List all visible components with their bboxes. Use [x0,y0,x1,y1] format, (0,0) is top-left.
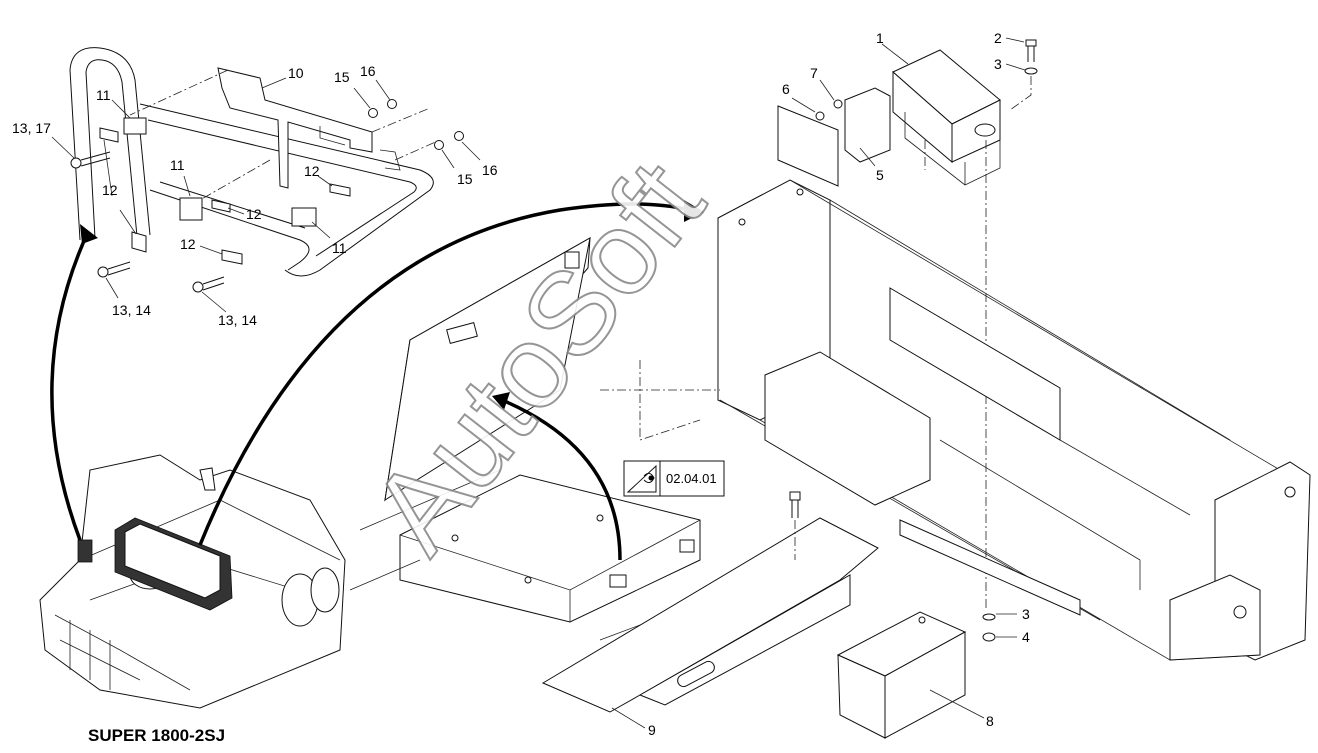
reference-box-label: 02.04.01 [666,471,717,486]
callout-arrows [50,200,704,561]
callout-15-right: 15 [457,171,473,187]
callout-labels: 1 2 3 3 4 5 6 7 8 9 10 11 11 11 12 12 [12,30,1030,738]
callout-11-top: 11 [96,87,111,103]
callout-7: 7 [810,65,818,81]
cover-panel [349,237,720,641]
machine-thumbnail [39,454,346,709]
machine-frame [717,179,1311,661]
reference-box-frame [623,460,725,497]
callout-16-top: 16 [360,63,376,79]
callout-13-14-left: 13, 14 [112,302,151,318]
washer-3-bottom [982,613,996,621]
callout-2: 2 [994,30,1002,46]
callout-11-mid: 11 [170,157,185,173]
model-label: SUPER 1800-2SJ [88,726,225,745]
callout-5: 5 [876,167,884,183]
bolt-13-17 [70,151,111,169]
callout-9: 9 [648,722,656,738]
eye-view-icon [626,464,657,493]
bolt-13-14-right [192,276,225,293]
bolt-9 [789,491,801,518]
handrail-assembly [69,47,464,293]
washer-15-right [434,140,444,150]
clamp-11-top [123,117,147,135]
callout-13-17: 13, 17 [12,120,51,136]
callout-16-right: 16 [482,162,498,178]
nut-4 [982,632,996,642]
bolt-13-14-left [97,261,131,278]
callout-1: 1 [876,30,884,46]
callout-6: 6 [782,81,790,97]
bolt-2 [1025,39,1037,62]
callout-12-c: 12 [180,236,196,252]
callout-13-14-right: 13, 14 [218,312,257,328]
mounting-box-assembly [777,39,1038,610]
callout-4: 4 [1022,629,1030,645]
reference-box[interactable]: 02.04.01 [623,460,725,497]
washer-3-top [1024,67,1038,75]
callout-12-b: 12 [246,206,262,222]
clamp-11-mid [179,197,203,221]
nut-16-right [454,131,464,141]
callout-8: 8 [986,713,994,729]
bolt-6 [815,111,825,121]
callout-11-right: 11 [332,240,347,256]
callout-3-bottom: 3 [1022,606,1030,622]
plate-5 [777,105,839,187]
washer-7 [833,99,843,109]
callout-15-top: 15 [334,69,350,85]
callout-12-a: 12 [102,182,118,198]
storage-box-8 [836,611,967,739]
callout-12-d: 12 [304,163,320,179]
bottom-plate-9 [541,491,879,713]
nut-16-top [387,99,397,109]
callout-3-top: 3 [994,56,1002,72]
clamp-11-right [291,207,317,227]
washer-15-top [368,108,378,118]
callout-10: 10 [288,65,304,81]
